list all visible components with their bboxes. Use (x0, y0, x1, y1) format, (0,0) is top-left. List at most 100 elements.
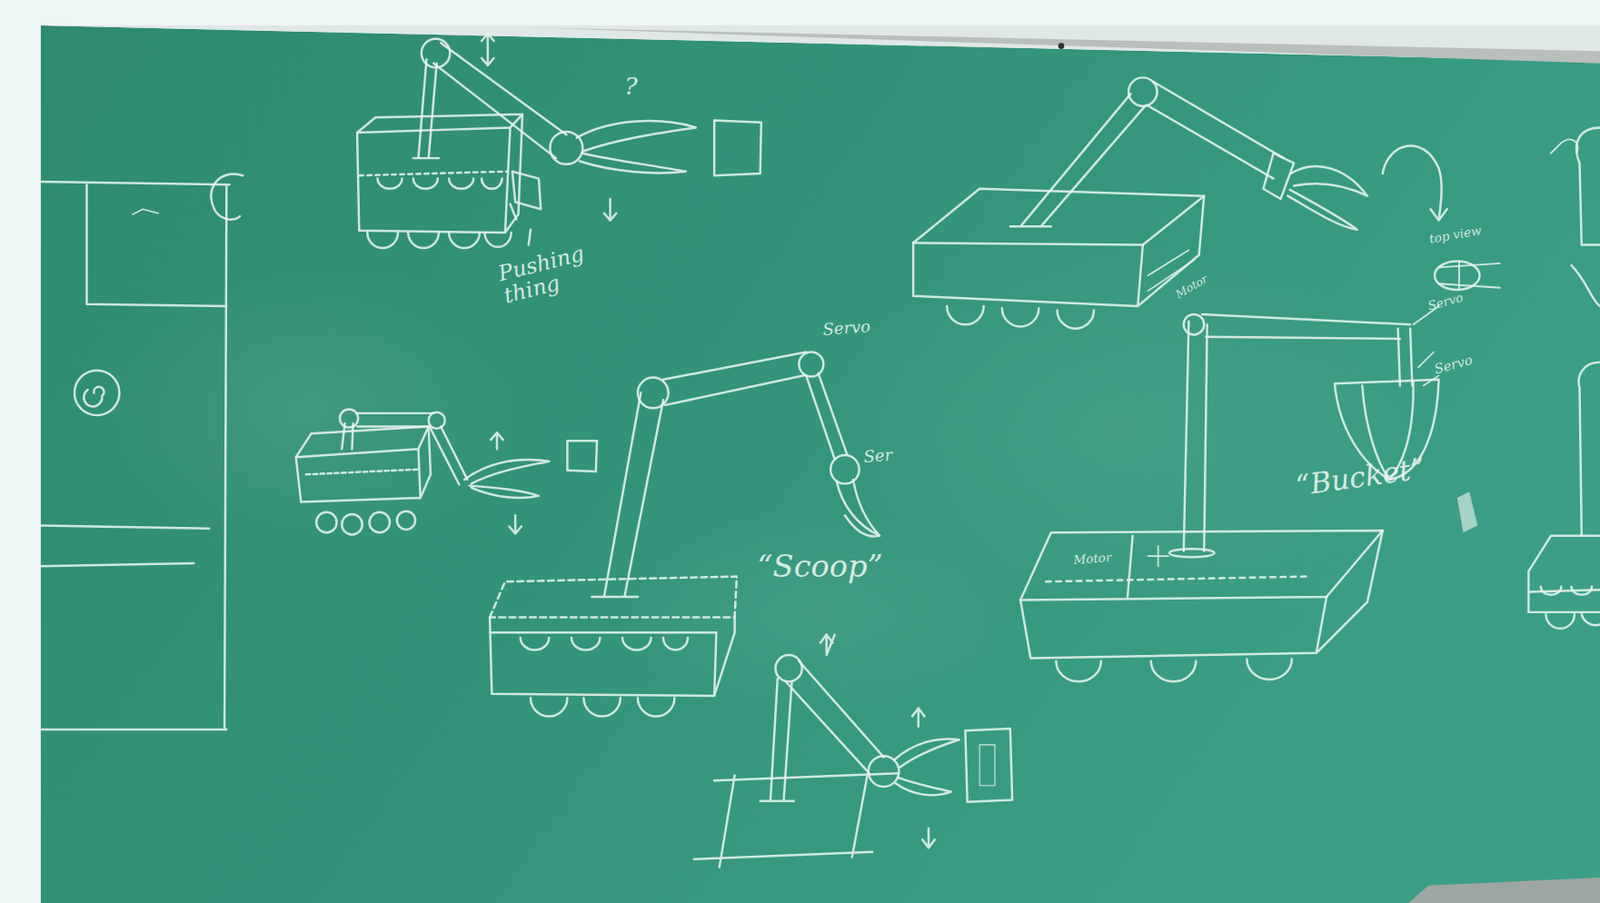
chalk-stroke (210, 174, 243, 220)
chalk-stroke (637, 377, 669, 409)
chalk-stroke (469, 486, 539, 498)
chalk-label: Servo (822, 318, 872, 338)
chalk-stroke (1183, 321, 1208, 552)
chalk-stroke (520, 637, 688, 650)
chalk-stroke (421, 39, 450, 68)
chalk-stroke (1169, 548, 1214, 557)
chalk-stroke (760, 678, 795, 802)
chalk-stroke (1540, 586, 1592, 596)
chalk-stroke (591, 392, 664, 597)
chalk-label: “Scoop” (756, 550, 884, 583)
claw-robot-bottom (694, 635, 1013, 868)
chalk-stroke (566, 440, 597, 472)
partial-sketch-right-edge (1528, 127, 1600, 628)
chalk-stroke (612, 510, 1021, 716)
chalk-stroke (369, 512, 390, 533)
chalk-stroke (1146, 81, 1283, 179)
chalk-stroke (1408, 877, 1600, 903)
chalk-stroke (1147, 546, 1168, 567)
chalk-stroke (296, 426, 431, 502)
chalk-stroke (430, 426, 468, 485)
chalk-stroke (1550, 139, 1579, 154)
claw-robot-small (296, 408, 597, 535)
chalk-label: Servo (1426, 290, 1465, 313)
chalk-stroke (530, 27, 1600, 63)
chalk-stroke (1571, 265, 1600, 307)
chalk-stroke (1020, 530, 1383, 658)
chalk-stroke (922, 828, 935, 848)
bucket-robot (1020, 314, 1439, 682)
chalk-stroke (820, 635, 835, 656)
chalk-stroke (83, 387, 104, 408)
chalk-stroke (913, 196, 1204, 307)
chalk-stroke (836, 479, 880, 537)
chalk-stroke (1545, 614, 1600, 629)
chalk-stroke (1020, 530, 1383, 600)
chalk-stroke (510, 171, 542, 220)
chalk-stroke (894, 738, 960, 767)
chalk-stroke (895, 777, 952, 796)
chalk-stroke (528, 229, 531, 246)
chalk-stroke (785, 661, 885, 775)
chalk-stroke (1202, 314, 1411, 339)
chalk-stroke (1382, 145, 1448, 220)
chalk-stroke (481, 33, 494, 66)
chalk-stroke (1287, 189, 1357, 230)
chalk-stroke (1457, 491, 1478, 533)
chalk-label: Motor (1173, 273, 1211, 301)
claw-robot-top-right (913, 77, 1447, 328)
chalk-stroke (40, 25, 1600, 903)
chalk-stroke (508, 515, 521, 534)
chalk-stroke (1010, 93, 1145, 227)
chalk-sketches (40, 33, 1600, 868)
chalk-stroke (964, 728, 1013, 803)
chalk-stroke (433, 42, 567, 159)
chalk-stroke (1528, 536, 1600, 613)
chalk-stroke (464, 459, 549, 484)
chalk-stroke (40, 25, 1600, 61)
chalk-stroke (377, 178, 503, 189)
claw-robot-top-left (357, 33, 762, 249)
chalk-stroke (132, 208, 159, 215)
chalk-stroke (604, 198, 617, 221)
chalk-stroke (530, 697, 675, 716)
chalk-label: “Bucket” (1293, 453, 1428, 502)
chalk-stroke (1576, 127, 1600, 245)
chalk-stroke (1058, 42, 1065, 50)
chalk-stroke (316, 512, 337, 533)
chalk-stroke (576, 120, 696, 151)
chalk-stroke (81, 255, 531, 562)
chalk-stroke (805, 373, 847, 459)
chalk-label: ? (624, 73, 637, 100)
chalk-stroke (306, 469, 419, 476)
chalk-stroke (339, 408, 358, 428)
chalk-stroke (714, 120, 762, 177)
scoop-robot (489, 351, 880, 716)
chalk-stroke (1045, 576, 1306, 583)
chalk-stroke (357, 413, 434, 428)
chalk-stroke (489, 617, 736, 696)
chalk-stroke (428, 412, 446, 429)
chalk-stroke (490, 432, 503, 449)
chalk-stroke (1183, 314, 1204, 335)
chalk-stroke (367, 232, 511, 249)
chalk-stroke (946, 306, 1094, 329)
chalk-label: top view (1428, 223, 1482, 246)
chalk-stroke (413, 59, 439, 159)
chalk-piece (1457, 491, 1478, 533)
chalk-stroke (74, 370, 120, 416)
chalk-stroke (798, 351, 824, 377)
left-panel-sketch (40, 174, 243, 730)
chalk-stroke (357, 114, 523, 233)
chalk-label: Motor (1073, 550, 1113, 567)
chalk-stroke (663, 351, 806, 405)
chalk-stroke (1127, 536, 1133, 597)
chalk-stroke (1439, 261, 1501, 290)
chalk-stroke (830, 455, 859, 484)
chalk-label: Ser (863, 447, 894, 467)
